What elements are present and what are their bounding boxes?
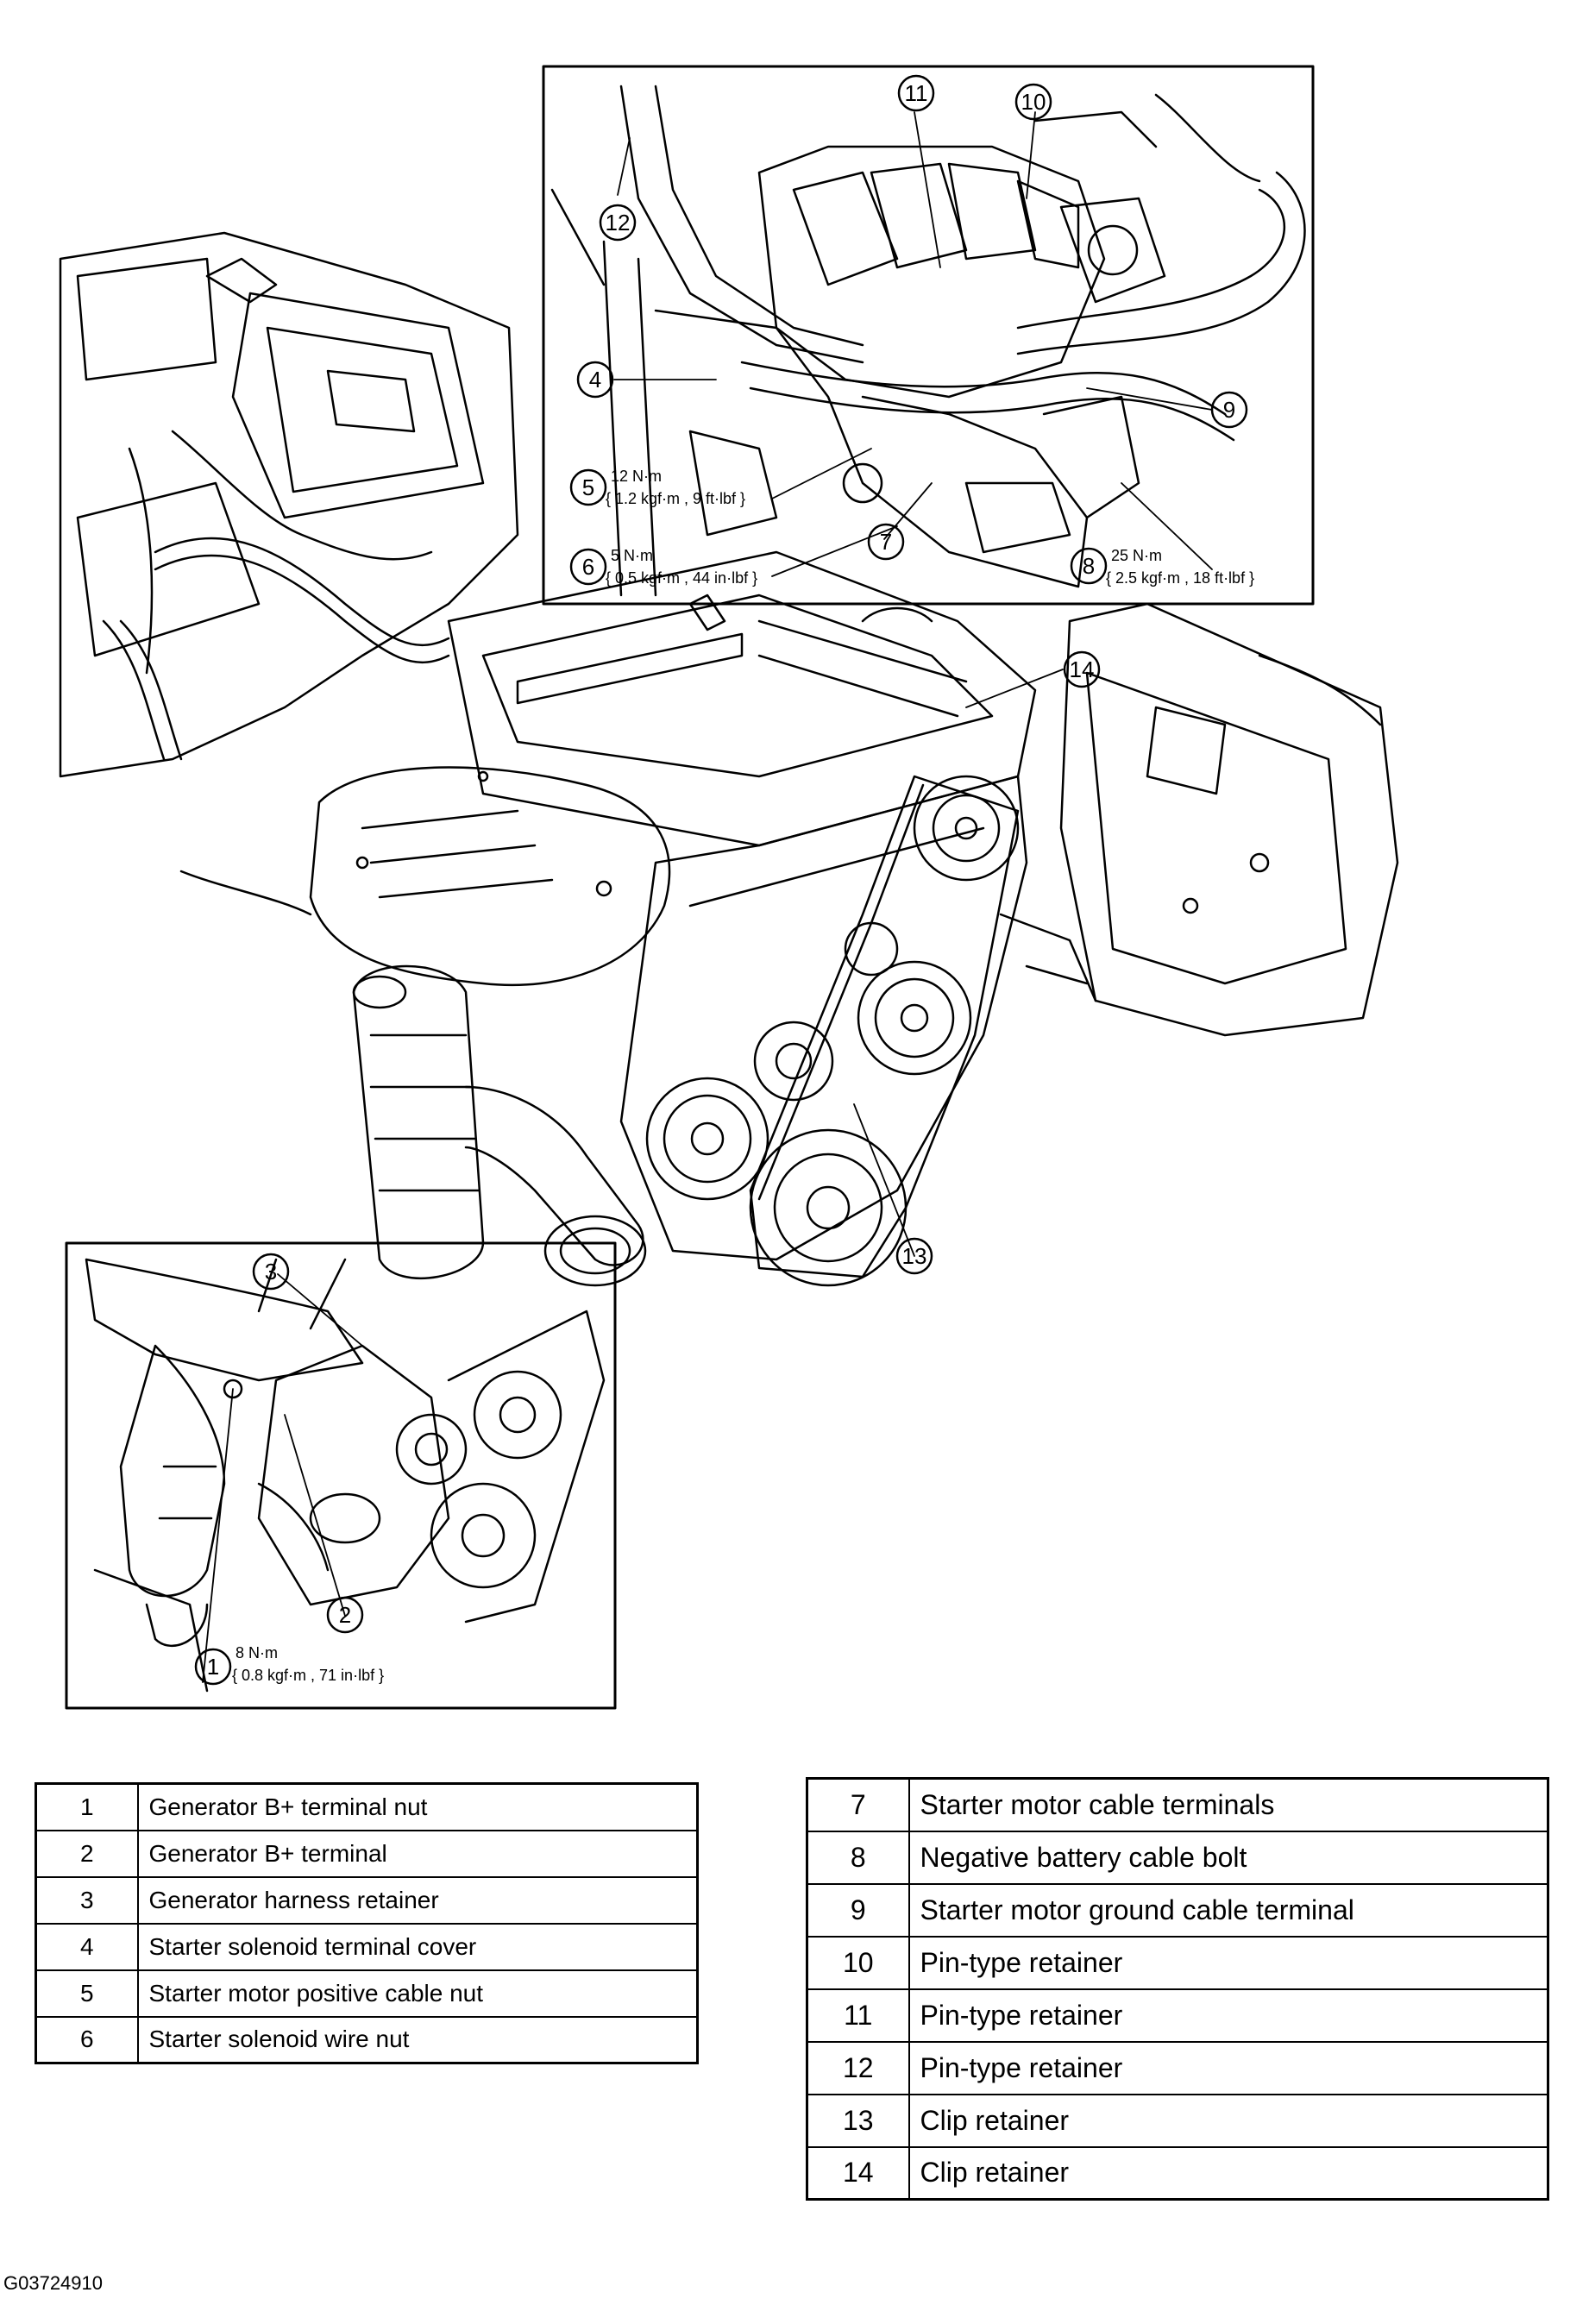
legend-num: 12 (806, 2040, 910, 2095)
torque-8-nm: 25 N·m (1111, 547, 1162, 564)
legend-num: 9 (806, 1882, 910, 1938)
torque-6-imperial: { 0.5 kgf·m , 44 in·lbf } (606, 569, 757, 587)
legend-num: 11 (806, 1988, 910, 2043)
legend-desc: Generator B+ terminal nut (136, 1782, 699, 1831)
legend-desc: Clip retainer (908, 2093, 1549, 2148)
legend-num: 6 (35, 2015, 139, 2064)
callout-2: 2 (339, 1602, 351, 1628)
callout-9: 9 (1223, 397, 1235, 423)
callout-10: 10 (1021, 89, 1046, 115)
torque-5-imperial: { 1.2 kgf·m , 9 ft·lbf } (606, 490, 745, 507)
legend-desc: Generator B+ terminal (136, 1829, 699, 1878)
torque-specs: 12 N·m { 1.2 kgf·m , 9 ft·lbf } 5 N·m { … (232, 468, 1254, 1684)
callout-numbers: 12 11 10 4 5 6 7 8 9 14 13 3 2 1 (207, 80, 1235, 1680)
callout-8: 8 (1083, 553, 1095, 579)
legend-desc: Pin-type retainer (908, 2040, 1549, 2095)
legend-desc: Pin-type retainer (908, 1935, 1549, 1990)
legend-desc: Starter solenoid wire nut (136, 2015, 699, 2064)
legend-num: 7 (806, 1777, 910, 1832)
callout-12: 12 (606, 210, 631, 236)
callout-5: 5 (582, 474, 594, 500)
callout-circles (194, 74, 1248, 1686)
legend-num: 2 (35, 1829, 139, 1878)
legend-desc: Negative battery cable bolt (908, 1830, 1549, 1885)
callout-7: 7 (880, 529, 892, 555)
bottom-inset-detail (65, 1241, 617, 1710)
legend-desc: Starter motor cable terminals (908, 1777, 1549, 1832)
legend-desc: Clip retainer (908, 2145, 1549, 2201)
main-engine-illustration (59, 231, 1399, 1287)
legend-num: 1 (35, 1782, 139, 1831)
figure-code: G03724910 (3, 2272, 103, 2294)
callout-4: 4 (589, 367, 601, 393)
callout-13: 13 (902, 1243, 927, 1269)
legend-desc: Generator harness retainer (136, 1875, 699, 1925)
legend-num: 14 (806, 2145, 910, 2201)
torque-1-nm: 8 N·m (236, 1644, 278, 1661)
legend-num: 5 (35, 1969, 139, 2018)
legend-desc: Starter motor positive cable nut (136, 1969, 699, 2018)
callout-1: 1 (207, 1654, 219, 1680)
callout-6: 6 (582, 554, 594, 580)
torque-1-imperial: { 0.8 kgf·m , 71 in·lbf } (232, 1667, 384, 1684)
callout-14: 14 (1070, 656, 1095, 682)
torque-6-nm: 5 N·m (611, 547, 653, 564)
legend-num: 13 (806, 2093, 910, 2148)
legend-num: 4 (35, 1922, 139, 1971)
torque-8-imperial: { 2.5 kgf·m , 18 ft·lbf } (1106, 569, 1254, 587)
legend-desc: Starter motor ground cable terminal (908, 1882, 1549, 1938)
legend-num: 8 (806, 1830, 910, 1885)
legend-desc: Starter solenoid terminal cover (136, 1922, 699, 1971)
legend-num: 3 (35, 1875, 139, 1925)
callout-3: 3 (265, 1259, 277, 1284)
legend-desc: Pin-type retainer (908, 1988, 1549, 2043)
legend-num: 10 (806, 1935, 910, 1990)
callout-11: 11 (905, 80, 928, 106)
leader-lines (202, 111, 1213, 1683)
torque-5-nm: 12 N·m (611, 468, 662, 485)
top-inset-detail (542, 65, 1315, 606)
